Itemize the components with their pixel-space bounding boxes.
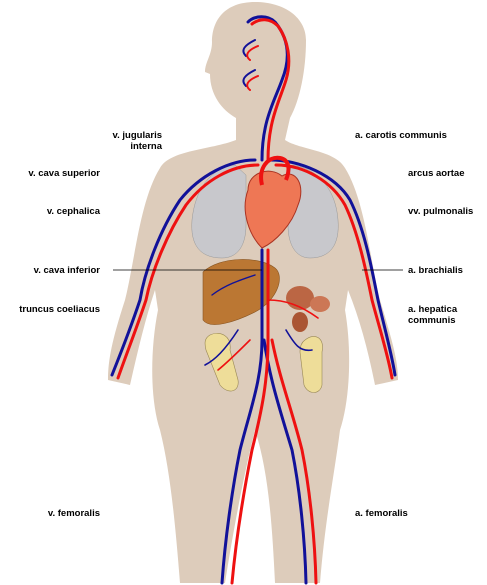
left-lung [191,164,247,259]
kidney [292,312,308,332]
label-cava-superior: v. cava superior [28,168,100,179]
arteries [116,18,394,585]
label-hepatica: a. hepatica communis [408,304,458,326]
intestine-left [204,332,239,392]
aortic-arch [259,155,291,186]
label-brachialis: a. brachialis [408,265,463,276]
stomach [286,286,314,310]
label-truncus: truncus coeliacus [19,304,100,315]
pancreas [310,296,330,312]
label-femoralis-a: a. femoralis [355,508,408,519]
label-carotis: a. carotis communis [355,130,447,141]
label-cephalica: v. cephalica [46,206,100,217]
label-cava-inferior: v. cava inferior [33,265,100,276]
label-pulmonalis: vv. pulmonalis [408,206,474,217]
liver [202,259,280,325]
label-femoralis-v: v. femoralis [47,508,100,519]
label-jugularis: v. jugularis interna [112,130,162,152]
heart [244,170,302,249]
label-arcus: arcus aortae [408,168,465,179]
